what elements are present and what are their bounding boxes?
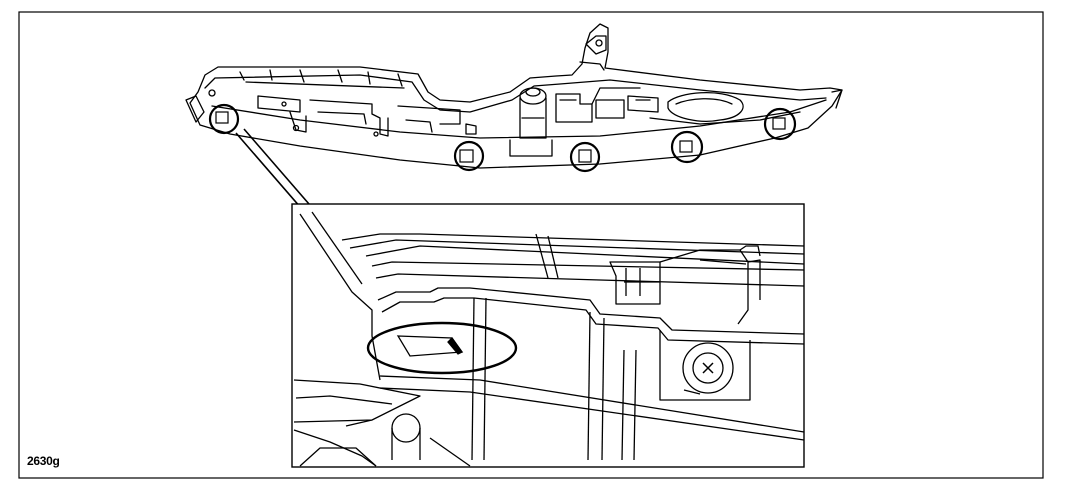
clip-callouts [208, 103, 797, 173]
clip-detail-callout [366, 321, 518, 375]
detail-inset [293, 211, 805, 467]
clip-callout-5 [763, 107, 797, 141]
trim-panel [185, 23, 843, 169]
figure-border [18, 11, 1044, 479]
clip-squares [215, 111, 786, 163]
clip-callout-2 [453, 140, 485, 172]
clip-callout-3 [569, 141, 601, 173]
clip-slot [396, 335, 464, 357]
figure-code: 2630g [27, 454, 60, 468]
clip-callout-4 [670, 130, 704, 164]
clip-callout-1 [208, 103, 240, 135]
